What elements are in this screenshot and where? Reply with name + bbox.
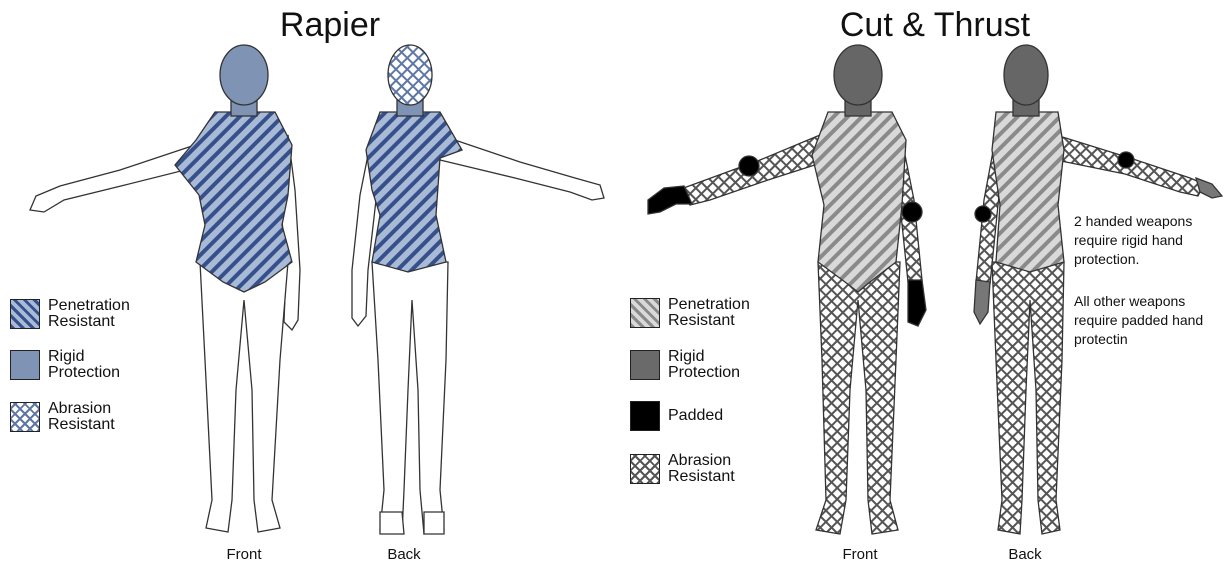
- rapier-title: Rapier: [230, 6, 430, 45]
- padded-swatch: [630, 401, 660, 431]
- legend-label: Penetration Resistant: [48, 298, 158, 330]
- legend-label: Rigid Protection: [668, 349, 768, 381]
- rapier-front-figure: [30, 45, 300, 532]
- ct-front-legs: [816, 262, 900, 534]
- rapier-front-torso: [175, 112, 292, 292]
- ct-legend-penetration: Penetration Resistant: [630, 297, 778, 329]
- rapier-back-head: [388, 45, 432, 105]
- two-handed-note: 2 handed weapons require rigid hand prot…: [1074, 212, 1224, 269]
- legend-label: Rigid Protection: [48, 349, 148, 381]
- ct-back-elbow-pad-right: [1118, 152, 1134, 168]
- ct-legend-rigid: Rigid Protection: [630, 349, 768, 381]
- rapier-front-legs: [200, 262, 288, 532]
- cut-thrust-title: Cut & Thrust: [790, 6, 1080, 45]
- abrasion-swatch: [10, 402, 40, 432]
- rapier-front-head: [220, 45, 268, 105]
- penetration-swatch: [630, 298, 660, 328]
- ct-front-elbow-pad-left: [739, 156, 759, 176]
- rapier-back-label: Back: [364, 546, 444, 563]
- rigid-swatch: [10, 350, 40, 380]
- rapier-back-legs: [372, 262, 448, 534]
- rapier-back-shoes: [380, 512, 444, 534]
- ct-front-label: Front: [820, 546, 900, 563]
- ct-front-head: [834, 45, 882, 105]
- ct-back-right-hand: [1196, 178, 1222, 198]
- ct-front-elbow-pad-right: [902, 202, 922, 222]
- rapier-front-left-arm: [30, 145, 195, 212]
- ct-back-left-hand: [974, 280, 990, 324]
- other-weapons-note: All other weapons require padded hand pr…: [1074, 292, 1224, 349]
- rapier-legend-rigid: Rigid Protection: [10, 349, 148, 381]
- legend-label: Penetration Resistant: [668, 297, 778, 329]
- rigid-swatch: [630, 350, 660, 380]
- ct-front-left-hand: [648, 186, 692, 214]
- rapier-legend-abrasion: Abrasion Resistant: [10, 401, 148, 433]
- legend-label: Padded: [668, 408, 768, 424]
- ct-back-label: Back: [985, 546, 1065, 563]
- rapier-back-right-arm: [440, 135, 604, 200]
- ct-legend-padded: Padded: [630, 401, 768, 431]
- ct-legend-abrasion: Abrasion Resistant: [630, 453, 768, 485]
- ct-back-torso: [992, 112, 1064, 272]
- rapier-legend-penetration: Penetration Resistant: [10, 298, 158, 330]
- ct-front-torso: [812, 112, 906, 292]
- ct-back-legs: [992, 262, 1064, 534]
- ct-back-head: [1004, 45, 1048, 105]
- ct-front-right-hand: [908, 280, 926, 326]
- abrasion-swatch: [630, 454, 660, 484]
- legend-label: Abrasion Resistant: [48, 401, 148, 433]
- rapier-front-label: Front: [204, 546, 284, 563]
- ct-back-figure: [974, 45, 1222, 534]
- rapier-back-torso: [366, 112, 462, 272]
- legend-label: Abrasion Resistant: [668, 453, 768, 485]
- ct-back-elbow-pad-left: [975, 206, 991, 222]
- rapier-back-figure: [352, 45, 604, 534]
- penetration-swatch: [10, 299, 40, 329]
